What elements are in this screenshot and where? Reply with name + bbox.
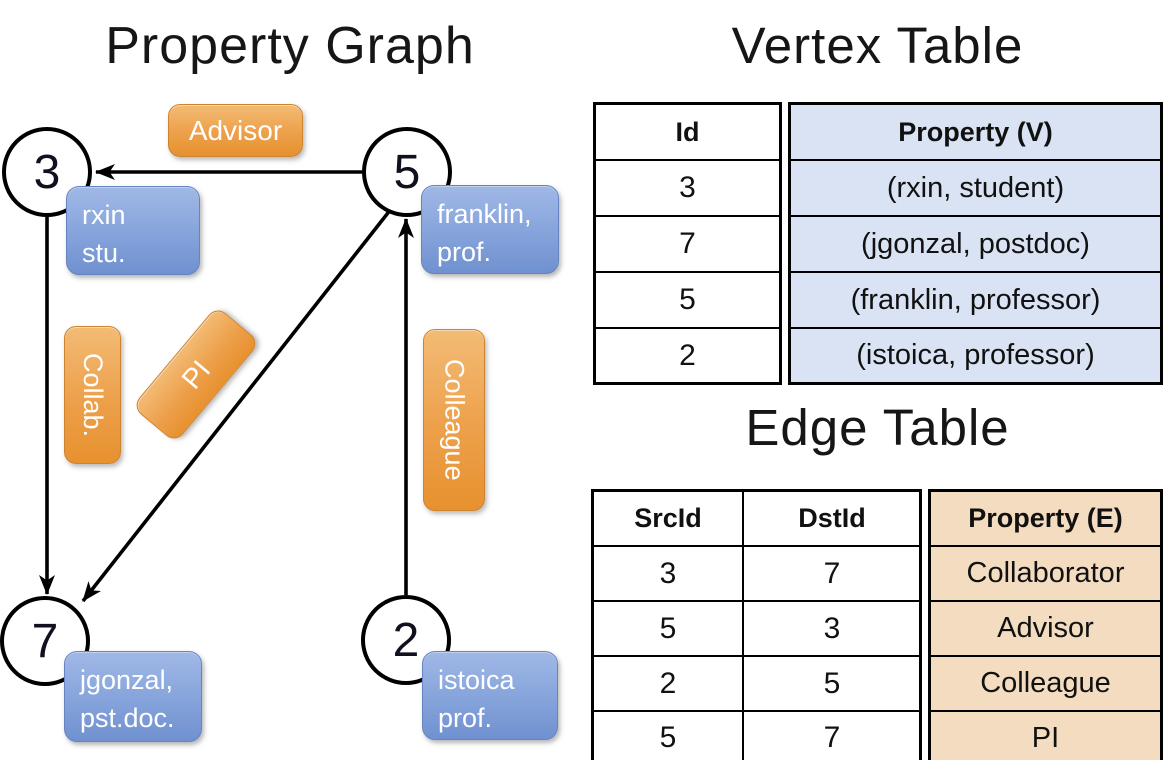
edge-property-cell: Advisor: [931, 600, 1160, 655]
edge-dst-cell: 3: [744, 600, 920, 655]
edge-src-cell: 3: [594, 545, 744, 600]
vertex-property-line: istoica: [438, 665, 515, 695]
edge-table-property-header: Property (E): [931, 492, 1160, 545]
node-2-id: 2: [392, 613, 420, 667]
edge-label-text: Collab.: [78, 352, 108, 438]
edge-label-text: Colleague: [439, 359, 470, 481]
edge-label-colleague: Colleague: [423, 329, 485, 511]
vertex-property-box-rxin: rxin stu.: [66, 186, 200, 275]
vertex-table-property-header: Property (V): [791, 105, 1160, 159]
vertex-property-cell: (istoica, professor): [791, 327, 1160, 382]
vertex-id-cell: 7: [596, 215, 779, 271]
vertex-property-cell: (franklin, professor): [791, 271, 1160, 327]
vertex-property-cell: (jgonzal, postdoc): [791, 215, 1160, 271]
edge-label-text: PI: [175, 354, 216, 395]
vertex-property-line: jgonzal,: [80, 665, 174, 695]
node-3-id: 3: [33, 145, 61, 199]
edge-dst-cell: 7: [744, 710, 920, 760]
vertex-id-cell: 5: [596, 271, 779, 327]
property-graph-title: Property Graph: [105, 17, 475, 75]
vertex-property-line: prof.: [437, 237, 492, 268]
edge-table-title: Edge Table: [745, 399, 1010, 456]
vertex-property-box-istoica: istoica prof.: [422, 651, 558, 740]
vertex-property-line: stu.: [82, 238, 126, 269]
edge-line-5-to-7: [81, 207, 393, 603]
vertex-property-line: prof.: [438, 703, 493, 734]
node-5-id: 5: [393, 145, 421, 199]
edge-src-cell: 2: [594, 655, 744, 710]
vertex-property-line: franklin,: [437, 199, 532, 229]
vertex-table-title: Vertex Table: [731, 17, 1024, 74]
edge-label-advisor: Advisor: [168, 104, 303, 157]
edge-property-cell: Collaborator: [931, 545, 1160, 600]
vertex-property-line: pst.doc.: [80, 703, 175, 734]
vertex-table-id-header: Id: [675, 116, 700, 147]
graph-node-5: 5: [362, 127, 452, 217]
edge-property-cell: PI: [931, 710, 1160, 760]
edge-dst-cell: 5: [744, 655, 920, 710]
edge-label-collab: Collab.: [64, 326, 121, 464]
vertex-property-box-franklin: franklin, prof.: [421, 185, 559, 274]
graph-node-2: 2: [361, 595, 451, 685]
vertex-table-id-column: Id 3 7 5 2: [593, 102, 782, 385]
vertex-property-box-jgonzal: jgonzal, pst.doc.: [64, 651, 202, 742]
edge-table-property-column: Property (E) Collaborator Advisor Collea…: [928, 489, 1163, 760]
edge-dst-cell: 7: [744, 545, 920, 600]
edge-table-src-dst-columns: SrcId DstId 3 7 5 3 2 5 5 7: [591, 489, 922, 760]
graph-edges-layer: [39, 164, 414, 603]
vertex-id-cell: 3: [596, 159, 779, 215]
edge-src-cell: 5: [594, 710, 744, 760]
edge-src-cell: 5: [594, 600, 744, 655]
edge-table-srcid-header: SrcId: [594, 492, 744, 545]
vertex-id-cell: 2: [596, 327, 779, 382]
edge-label-text: Advisor: [188, 114, 283, 146]
vertex-table-property-column: Property (V) (rxin, student) (jgonzal, p…: [788, 102, 1163, 385]
node-7-id: 7: [31, 614, 59, 668]
vertex-property-cell: (rxin, student): [791, 159, 1160, 215]
edge-property-cell: Colleague: [931, 655, 1160, 710]
edge-table-dstid-header: DstId: [798, 503, 866, 533]
vertex-property-line: rxin: [82, 200, 126, 230]
